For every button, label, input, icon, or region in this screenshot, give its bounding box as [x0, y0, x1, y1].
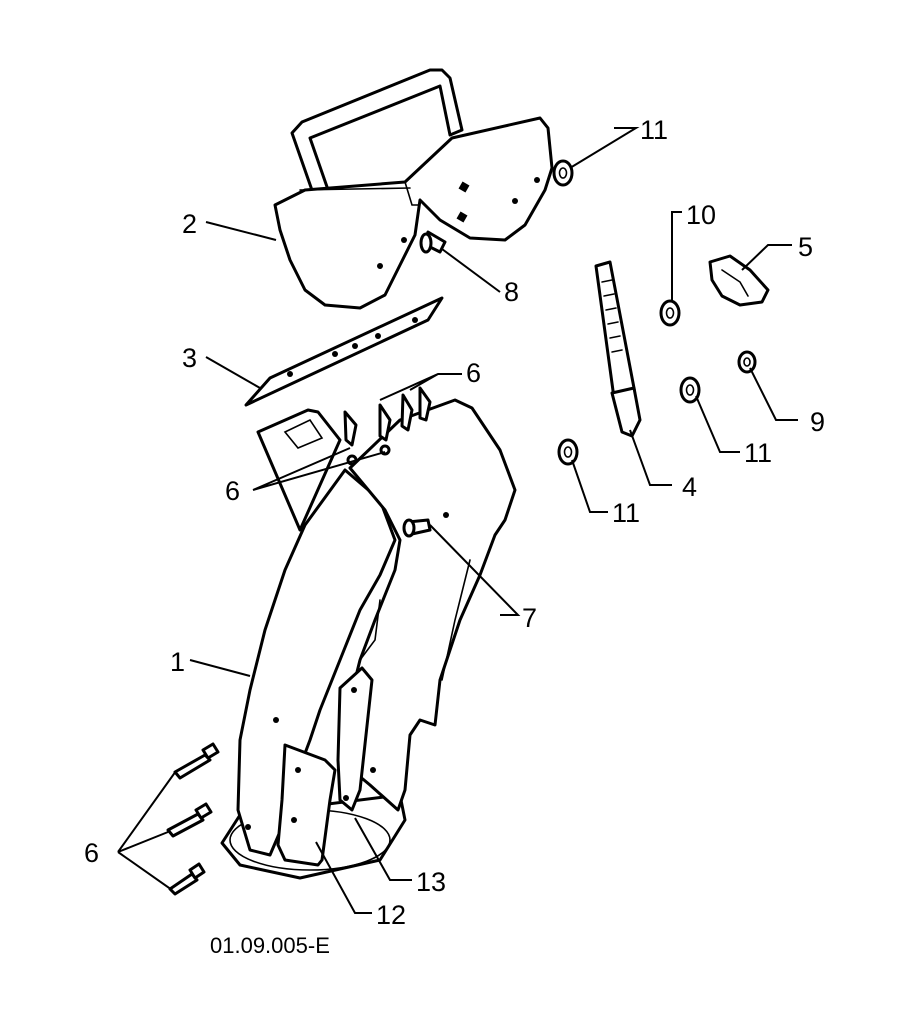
callout-7: 7: [522, 603, 537, 633]
callout-11-bottom: 11: [612, 498, 640, 528]
callout-11-middle: 11: [744, 438, 772, 468]
plate-part-13: [336, 666, 374, 812]
bolts-part-6-upper: [343, 386, 432, 466]
callout-4: 4: [682, 472, 697, 502]
callout-6-upper-left: 6: [225, 476, 240, 506]
rod-part-4: [594, 260, 642, 438]
deflector-head-part-2: [273, 68, 554, 310]
callout-11-top: 11: [640, 115, 668, 145]
drawing-code: 01.09.005-E: [210, 933, 330, 958]
leader-lines: [117, 127, 798, 914]
washer-part-11-top: [552, 159, 574, 187]
bolts-part-6-lower: [166, 742, 220, 896]
chute-part-1: [220, 398, 517, 880]
plate-part-3: [244, 296, 444, 407]
callout-6-lower-left: 6: [84, 838, 99, 868]
callout-3: 3: [182, 343, 197, 373]
callout-13: 13: [416, 867, 446, 897]
callout-10: 10: [686, 200, 716, 230]
bolt-part-8: [419, 230, 447, 254]
callout-labels: 1 2 3 4 5 6 6 6 7 8 9 10 11 11 11 12 13: [84, 115, 825, 930]
callout-8: 8: [504, 277, 519, 307]
plate-part-12: [276, 743, 337, 867]
callout-5: 5: [798, 232, 813, 262]
pin-part-7: [402, 518, 432, 538]
nut-part-9: [737, 350, 757, 374]
washer-part-10: [659, 299, 681, 327]
washer-part-11-middle: [679, 376, 701, 404]
callout-1: 1: [170, 647, 185, 677]
callout-6-upper-right: 6: [466, 358, 481, 388]
callout-9: 9: [810, 407, 825, 437]
callout-2: 2: [182, 209, 197, 239]
knob-part-5: [708, 254, 770, 307]
callout-12: 12: [376, 900, 406, 930]
washer-part-11-bottom: [557, 438, 579, 466]
